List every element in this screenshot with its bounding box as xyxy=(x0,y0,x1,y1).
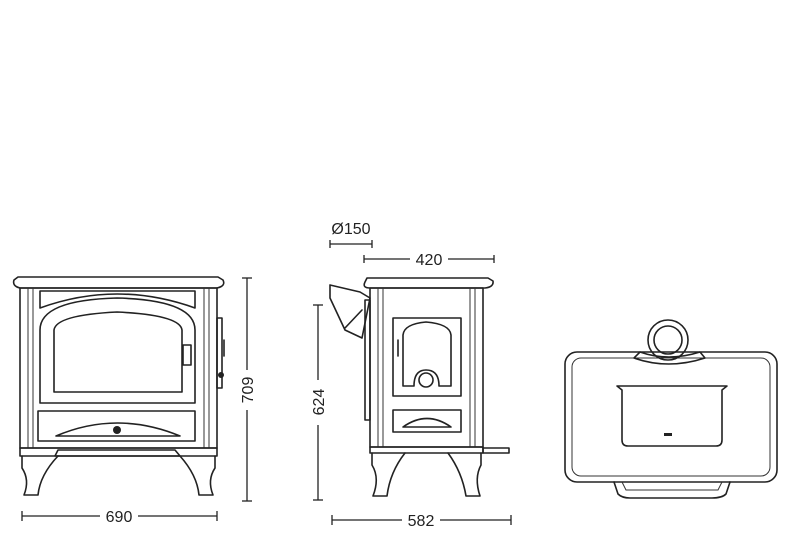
dimension-flue-height: 624 xyxy=(311,304,328,501)
dimension-label-690: 690 xyxy=(106,509,133,526)
front-door xyxy=(39,297,196,404)
top-view xyxy=(564,319,778,499)
firebox xyxy=(616,385,728,447)
ash-drawer xyxy=(37,410,196,442)
dimension-label-624: 624 xyxy=(311,389,328,416)
dimension-depth: 582 xyxy=(331,513,512,530)
flue-collar xyxy=(647,319,689,361)
side-door xyxy=(392,317,462,397)
flue-pipe xyxy=(329,284,371,339)
dimension-flue-diameter: Ø150 xyxy=(329,221,373,248)
side-drawer xyxy=(392,409,462,433)
front-view xyxy=(12,276,225,496)
dimension-label-709: 709 xyxy=(240,377,257,404)
dimension-label-582: 582 xyxy=(408,513,435,530)
dimension-flue-offset: 420 xyxy=(363,252,495,269)
dimension-front-width: 690 xyxy=(21,509,218,526)
dimension-label-420: 420 xyxy=(416,252,443,269)
side-view xyxy=(329,277,510,497)
door-glass xyxy=(53,311,183,393)
dimension-label-150: Ø150 xyxy=(331,221,370,238)
door-handle xyxy=(182,344,192,366)
dimension-total-height: 709 xyxy=(240,277,257,502)
